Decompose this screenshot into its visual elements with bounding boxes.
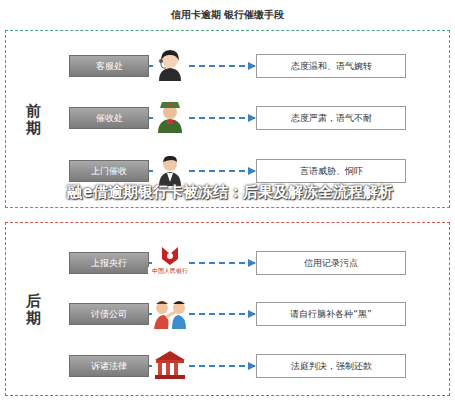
result-box: 言语威胁、恫吓 — [256, 159, 406, 183]
stage-region: 后期 上报央行 信用记录污点讨债公司 请自行脑补各种“黑” 诉诸法律 法庭判决，强制还款 — [5, 222, 450, 396]
box-text: 态度温和、语气婉转 — [291, 60, 372, 73]
watermark: 融e借逾期银行卡被冻结：后果及解冻全流程解析 — [60, 183, 400, 202]
service-icon — [153, 49, 187, 81]
result-box: 信用记录污点 — [256, 251, 406, 275]
method-box: 客服处 — [69, 55, 149, 77]
method-box: 诉诸法律 — [69, 355, 149, 377]
box-text: 请自行脑补各种“黑” — [290, 308, 371, 321]
result-box: 请自行脑补各种“黑” — [256, 302, 406, 326]
stage-title: 前期 — [26, 103, 41, 136]
stage-title: 后期 — [26, 293, 41, 326]
box-text: 客服处 — [96, 60, 123, 73]
result-box: 法庭判决，强制还款 — [256, 354, 406, 378]
visitor-icon — [153, 154, 187, 186]
court-icon — [152, 349, 188, 381]
box-text: 法庭判决，强制还款 — [291, 360, 372, 373]
central-bank-logo — [152, 243, 188, 269]
result-box: 态度温和、语气婉转 — [256, 54, 406, 78]
result-box: 态度严肃，语气不耐 — [256, 106, 406, 130]
box-text: 信用记录污点 — [304, 257, 358, 270]
stage-region: 前期 客服处 态度温和、语气婉转催收处 态度严肃，语气不耐上门催收 言语威胁、恫吓 — [5, 30, 450, 208]
box-text: 上报央行 — [91, 257, 127, 270]
logo-caption: 中国人民银行 — [148, 267, 192, 276]
box-text: 讨债公司 — [91, 308, 127, 321]
diagram-title: 信用卡逾期 银行催缴手段 — [0, 8, 455, 22]
method-box: 催收处 — [69, 107, 149, 129]
box-text: 态度严肃，语气不耐 — [291, 112, 372, 125]
method-box: 上门催收 — [69, 160, 149, 182]
box-text: 言语威胁、恫吓 — [300, 165, 363, 178]
collector-icon — [153, 101, 187, 133]
box-text: 上门催收 — [91, 165, 127, 178]
method-box: 讨债公司 — [69, 303, 149, 325]
box-text: 诉诸法律 — [91, 360, 127, 373]
box-text: 催收处 — [96, 112, 123, 125]
method-box: 上报央行 — [69, 252, 149, 274]
debt-collector-icon — [152, 297, 188, 329]
